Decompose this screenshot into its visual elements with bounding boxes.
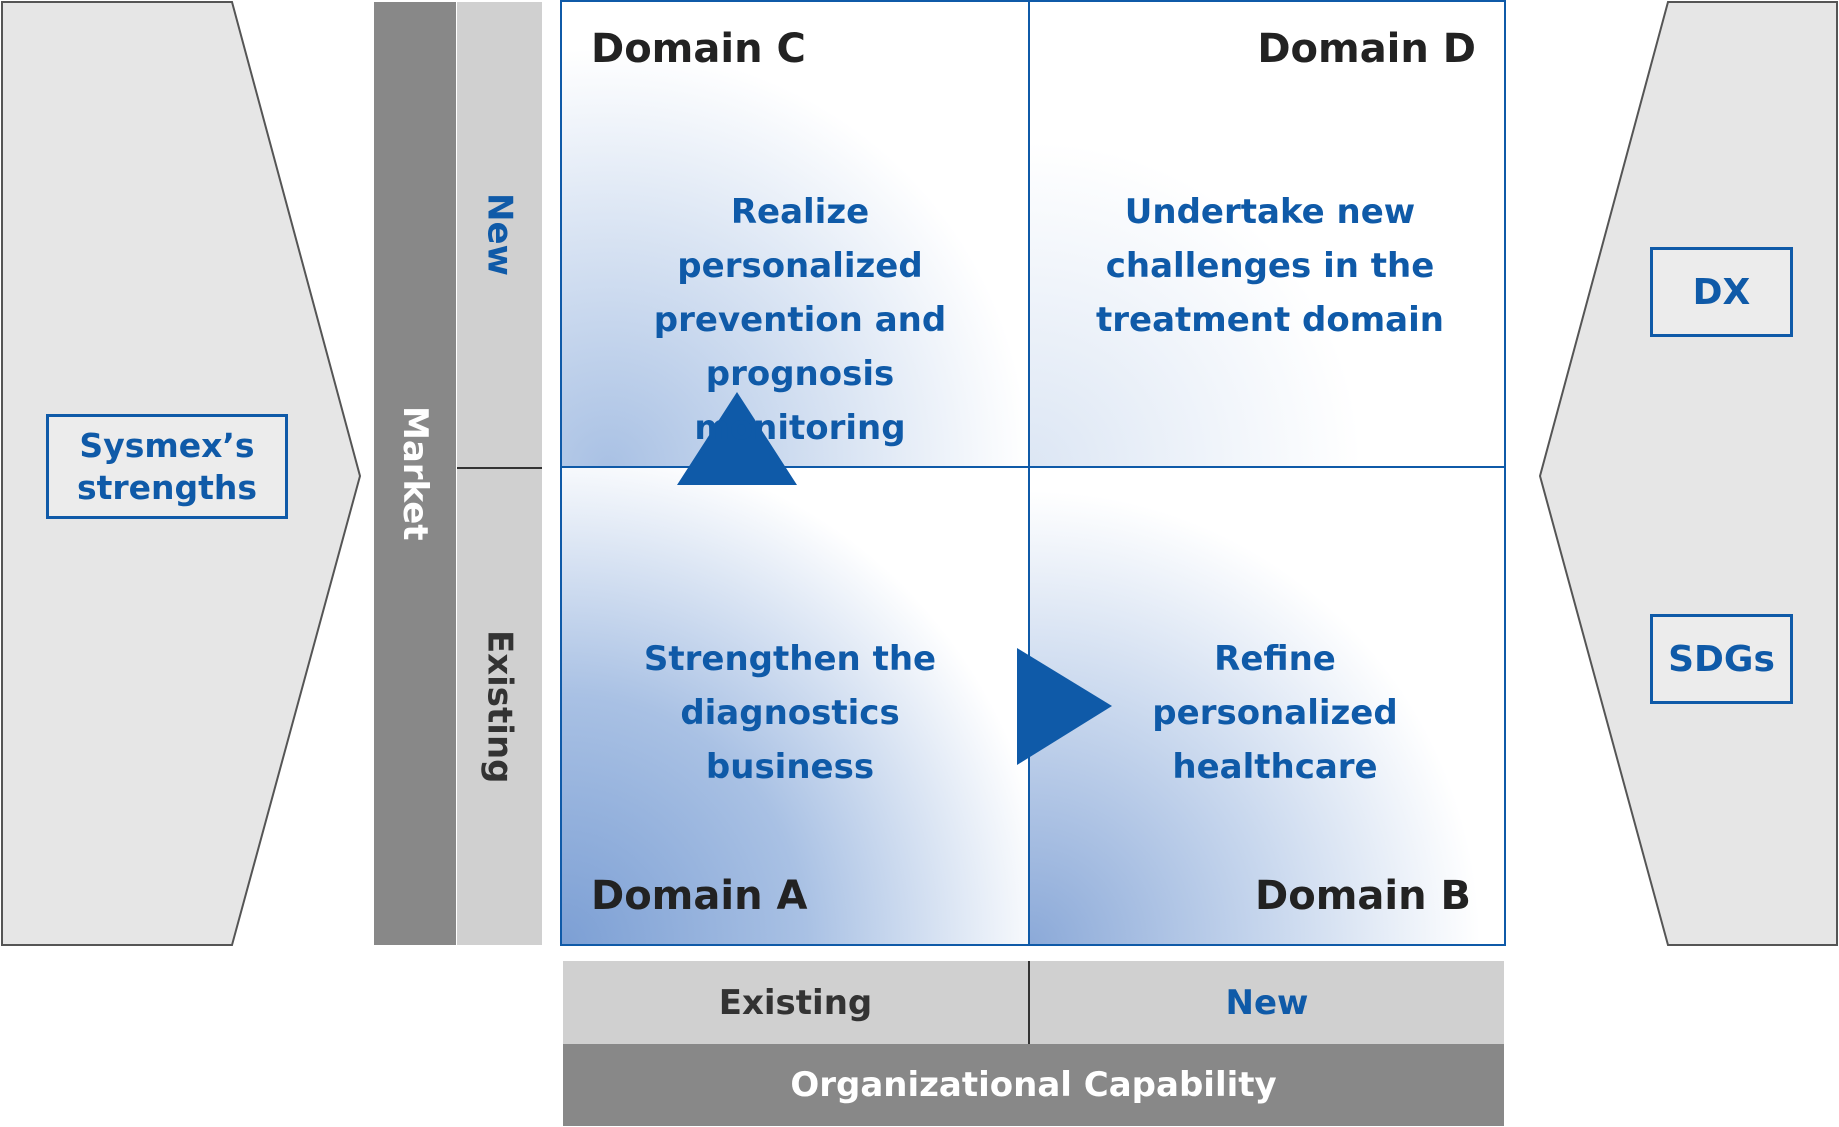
market-axis-bar [374, 2, 456, 945]
up-arrow-triangle [677, 392, 797, 485]
market-axis-subbar [457, 2, 542, 945]
market-new-label: New [479, 193, 520, 276]
quadrant-d-fill [1029, 2, 1504, 467]
capability-axis-subbar [563, 961, 1504, 1044]
market-axis-divider [457, 467, 542, 469]
domain-a-text: Strengthen the diagnostics business [643, 639, 937, 787]
domain-c-label: Domain C [591, 26, 806, 72]
capability-axis-divider [1028, 961, 1030, 1044]
domain-c-text: Realize personalized prevention and prog… [653, 192, 947, 448]
quadrant-a-fill [562, 467, 1029, 945]
domain-a-label: Domain A [591, 873, 808, 919]
sdgs-box: SDGs [1650, 614, 1793, 704]
capability-new-label: New [1225, 982, 1309, 1023]
domain-b-label: Domain B [1255, 873, 1471, 919]
quadrant-c-fill [562, 2, 1029, 467]
domain-d-text: Undertake new challenges in the treatmen… [1096, 192, 1444, 340]
market-axis-title: Market [395, 406, 435, 541]
capability-existing-label: Existing [718, 982, 873, 1023]
capability-axis-title: Organizational Capability [790, 1065, 1277, 1105]
domain-b-text: Refine personalized healthcare [1152, 639, 1398, 787]
dx-box: DX [1650, 247, 1793, 337]
sysmex-strengths-box: Sysmex’s strengths [46, 414, 288, 519]
right-chevron-panel [1538, 1, 1838, 946]
domain-d-label: Domain D [1257, 26, 1476, 72]
matrix-border [560, 0, 1506, 946]
right-arrow-triangle [1017, 648, 1112, 765]
market-existing-label: Existing [479, 630, 520, 784]
capability-axis-bar [563, 1044, 1504, 1126]
